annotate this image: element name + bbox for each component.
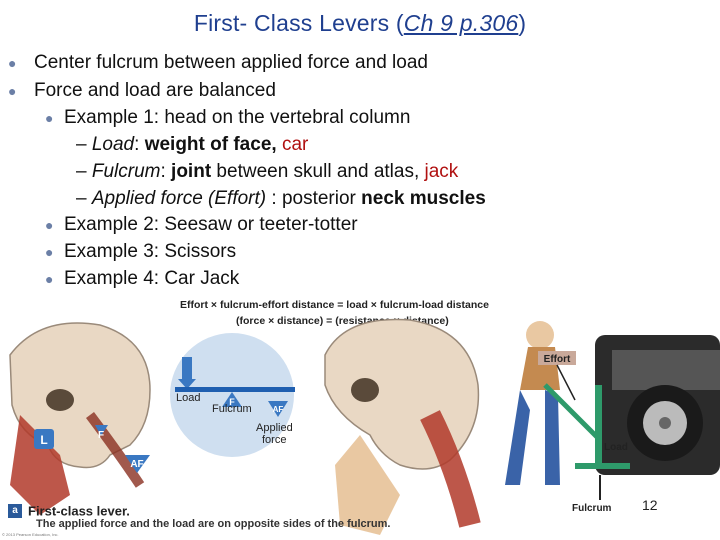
bullet-example-1: ● Example 1: head on the vertebral colum… <box>45 107 411 129</box>
title-end: ) <box>518 10 527 36</box>
jack-fulcrum-label: Fulcrum <box>572 503 612 514</box>
fulcrum-badge-text: F <box>98 430 104 441</box>
bullet-center-fulcrum: ● Center fulcrum between applied force a… <box>8 52 428 74</box>
applied-force-badge-text: AF <box>130 459 143 470</box>
caption-subtitle: The applied force and the load are on op… <box>36 518 391 530</box>
bullet-dot-icon: ● <box>8 83 17 99</box>
sub-bullet-load: – Load: weight of face, car <box>76 134 308 156</box>
effort-bold-text: neck muscles <box>361 188 486 209</box>
bullet-text: Example 1: head on the vertebral column <box>64 107 411 128</box>
diagram-load-label: Load <box>176 392 200 404</box>
bullet-text: Example 3: Scissors <box>64 241 237 262</box>
load-red-text: car <box>281 134 309 155</box>
fulcrum-rest-text: between skull and atlas, <box>211 161 425 182</box>
diagram-applied-label: Applied <box>256 422 293 434</box>
dash: – <box>76 161 92 182</box>
applied-force-icon <box>268 401 288 417</box>
diagram-force-label: force <box>262 434 286 446</box>
right-head-illustration <box>324 318 481 535</box>
bullet-example-3: ● Example 3: Scissors <box>45 241 237 263</box>
man-legs <box>505 390 560 485</box>
bullet-example-4: ● Example 4: Car Jack <box>45 268 240 290</box>
jack-effort-label: Effort <box>544 354 571 365</box>
man-head <box>526 321 554 349</box>
caption-title: First-class lever. <box>28 503 130 519</box>
load-arrow-icon <box>182 357 192 381</box>
jack-base <box>575 463 630 469</box>
jack-post <box>595 385 602 465</box>
sub-bullet-effort: – Applied force (Effort) : posterior nec… <box>76 188 486 210</box>
sub-bullet-fulcrum: – Fulcrum: joint between skull and atlas… <box>76 161 458 183</box>
dash: – <box>76 134 92 155</box>
effort-label: Applied force (Effort) <box>91 188 267 209</box>
title-reference: Ch 9 p.306 <box>403 10 519 36</box>
jack-load-label: Load <box>604 442 628 453</box>
load-badge-text: L <box>40 433 47 447</box>
effort-pointer-arrow <box>556 364 576 401</box>
car-jack-illustration: Effort Load Fulcrum <box>505 321 720 514</box>
lever-illustration: L F AF F AF Load Fulcrum Applied force <box>9 318 720 535</box>
fulcrum-red-text: jack <box>424 161 459 182</box>
fulcrum-bold-text: joint <box>171 161 212 182</box>
car-window <box>612 350 720 390</box>
separator: : <box>134 134 145 155</box>
effort-tag <box>538 351 576 365</box>
lever-diagram: F AF Load Fulcrum Applied force <box>170 333 295 457</box>
load-value: weight of face, <box>144 134 277 155</box>
bullet-text: Center fulcrum between applied force and… <box>34 52 428 73</box>
bullet-dot-icon: ● <box>45 110 54 126</box>
load-arrowhead-icon <box>178 379 196 389</box>
first-class-lever-figure: Effort × fulcrum-effort distance = load … <box>0 295 720 540</box>
title-main: First- Class Levers ( <box>193 10 404 36</box>
slide-number: 12 <box>642 497 658 513</box>
bullet-dot-icon: ● <box>45 271 54 287</box>
bullet-text: Force and load are balanced <box>34 80 276 101</box>
bullet-text: Example 2: Seesaw or teeter-totter <box>64 214 358 235</box>
load-badge <box>34 429 54 449</box>
lever-bar <box>175 387 295 392</box>
bullet-dot-icon: ● <box>8 55 17 71</box>
left-head-illustration: L F AF <box>9 322 151 515</box>
bullet-text: Example 4: Car Jack <box>64 268 240 289</box>
dash: – <box>76 188 92 209</box>
separator: : posterior <box>266 188 362 209</box>
fulcrum-badge-text: F <box>229 397 235 407</box>
jack-handle <box>543 383 602 442</box>
applied-force-badge-text: AF <box>273 405 284 414</box>
applied-force-badge <box>125 455 150 473</box>
load-label: Load <box>91 134 135 155</box>
copyright-notice: © 2013 Pearson Education, Inc. <box>2 532 59 537</box>
formula-line-1: Effort × fulcrum-effort distance = load … <box>180 299 489 311</box>
bullet-example-2: ● Example 2: Seesaw or teeter-totter <box>45 214 358 236</box>
figure-caption: a First-class lever. The applied force an… <box>8 502 391 530</box>
bullet-dot-icon: ● <box>45 244 54 260</box>
fulcrum-icon <box>222 392 242 407</box>
bullet-dot-icon: ● <box>45 217 54 233</box>
bullet-balanced: ● Force and load are balanced <box>8 80 276 102</box>
caption-letter-badge: a <box>8 503 22 518</box>
fulcrum-label: Fulcrum <box>91 161 161 182</box>
fulcrum-triangle-icon <box>95 425 108 436</box>
separator: : <box>160 161 172 182</box>
slide-title: First- Class Levers (Ch 9 p.306) <box>0 10 720 37</box>
diagram-fulcrum-label: Fulcrum <box>212 403 252 415</box>
